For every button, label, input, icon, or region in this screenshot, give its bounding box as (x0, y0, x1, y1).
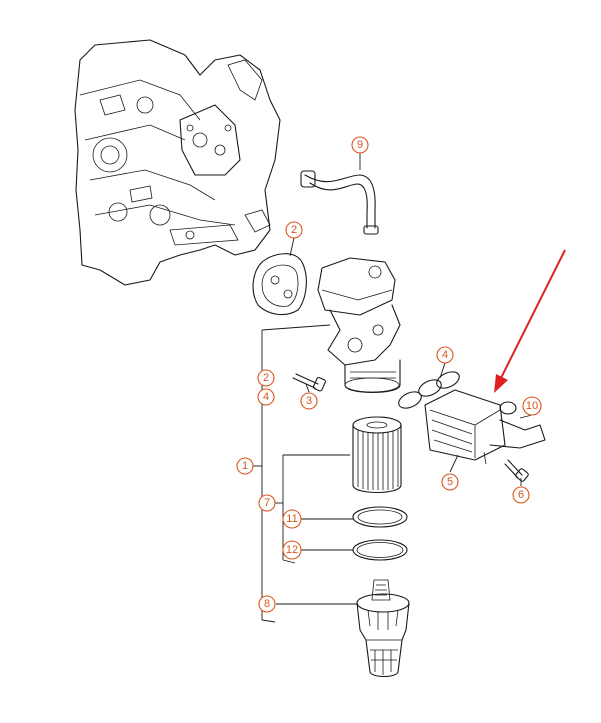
callout-6: 6 (512, 486, 530, 504)
bolt-3-drawing (292, 373, 326, 392)
callout-3: 3 (300, 392, 318, 410)
breather-hose-drawing (300, 170, 379, 235)
callout-9-label: 9 (357, 139, 363, 151)
callout-9: 9 (351, 136, 369, 154)
callout-11-label: 11 (286, 513, 297, 525)
callout-12: 12 (282, 540, 302, 560)
engine-block-drawing (74, 39, 281, 286)
callout-2-left-label: 2 (263, 372, 269, 384)
oil-cooler-drawing (424, 389, 546, 465)
callout-2-upper: 2 (285, 221, 303, 239)
filter-housing-drawing (317, 257, 401, 393)
callout-11: 11 (282, 509, 302, 529)
callout-5: 5 (441, 473, 459, 491)
callout-7: 7 (258, 494, 276, 512)
callout-6-label: 6 (518, 489, 524, 501)
o-rings-drawing (398, 371, 460, 409)
callout-7-label: 7 (264, 497, 270, 509)
callout-1-label: 1 (242, 460, 248, 472)
gasket-upper-drawing (252, 253, 307, 316)
highlight-arrow (494, 249, 566, 393)
callout-4-right: 4 (436, 346, 454, 364)
callout-5-label: 5 (447, 476, 453, 488)
callout-4-right-label: 4 (442, 349, 448, 361)
screw-6-drawing (504, 459, 529, 482)
filter-cap-drawing (356, 579, 410, 678)
callout-1: 1 (236, 457, 254, 475)
callout-3-label: 3 (306, 395, 312, 407)
seal-rings-drawing (352, 506, 408, 561)
callout-10-label: 10 (526, 400, 538, 412)
callout-4-left: 4 (257, 388, 275, 406)
filter-element-drawing (352, 416, 402, 493)
callout-4-left-label: 4 (263, 391, 269, 403)
leader-lines (252, 153, 533, 623)
callout-2-left: 2 (257, 369, 275, 387)
callout-10: 10 (522, 396, 542, 416)
callout-12-label: 12 (286, 544, 298, 556)
callout-2-upper-label: 2 (291, 224, 297, 236)
callout-8: 8 (258, 595, 276, 613)
callout-8-label: 8 (264, 598, 270, 610)
